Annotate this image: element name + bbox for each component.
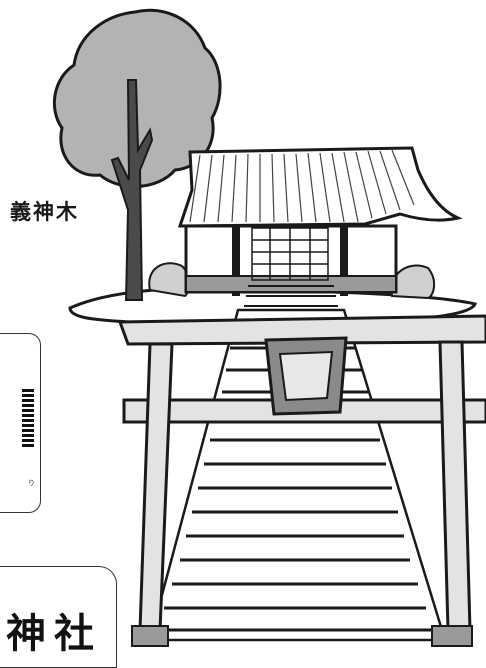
torii-right-base [431,625,473,647]
left-bush [148,262,191,298]
shrine-left-post [232,226,240,296]
torii-plaque-inner [278,350,334,402]
shrine-base [185,275,397,293]
info-panel-middle [0,333,41,513]
qr-code-fragment [22,389,34,447]
right-bush [390,264,435,300]
shrine-doors [251,227,329,281]
shrine-name: 神社 [6,610,102,657]
tree-trunk [110,79,154,301]
torii-left-base [131,625,169,647]
panel-caption: り [28,479,35,487]
torii-top-beam [117,314,486,346]
shrine-right-post [340,226,348,296]
roof-tiles [189,149,415,223]
shrine-front-steps [244,285,338,307]
tree-label: 義神木 [10,200,79,224]
torii-right-pillar [438,340,472,632]
shrine-illustration [52,8,486,647]
shrine-roof [177,146,463,228]
